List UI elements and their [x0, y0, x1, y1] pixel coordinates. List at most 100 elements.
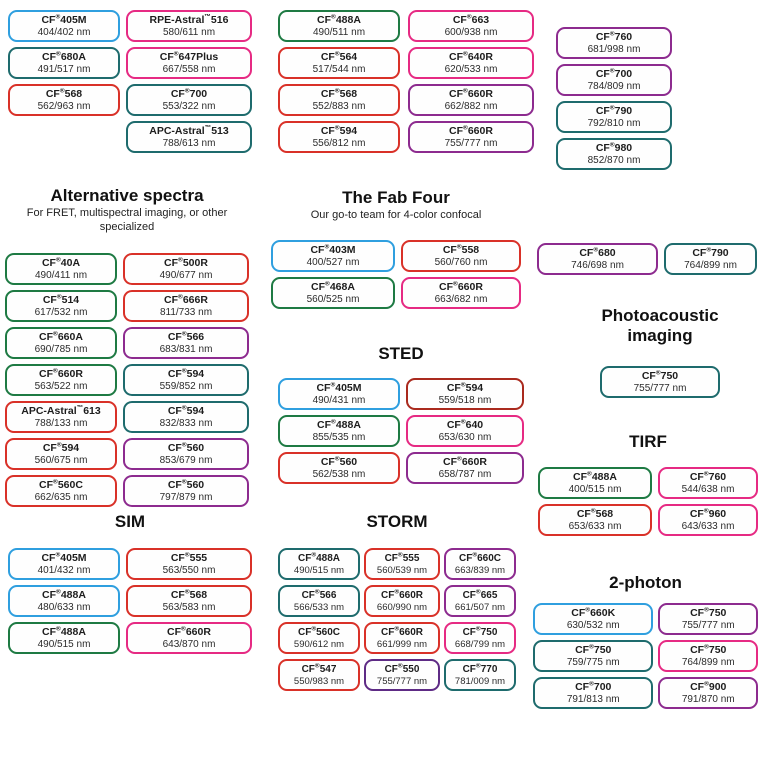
dye-range: 600/938 nm [444, 26, 498, 38]
dye-range: 490/515 nm [37, 638, 91, 650]
dye-range: 630/532 nm [566, 619, 620, 631]
dye-range: 562/538 nm [312, 468, 366, 480]
dye-name: CF®568 [170, 588, 208, 601]
dye-range: 559/852 nm [159, 380, 213, 392]
dye-name: CF®660R [380, 625, 424, 638]
dye-range: 617/532 nm [34, 306, 88, 318]
dye-range: 661/507 nm [454, 601, 506, 613]
dye-name: CF®566 [301, 588, 337, 601]
dye-range: 490/431 nm [312, 394, 366, 406]
dye-range: 550/983 nm [293, 675, 345, 687]
dye-name: CF®560C [39, 478, 83, 491]
dye-range: 788/133 nm [34, 417, 88, 429]
section-title: TIRF [629, 432, 667, 451]
dye-name: CF®790 [595, 104, 633, 117]
dye-name: CF®468A [311, 280, 355, 293]
dye-range: 643/633 nm [681, 520, 735, 532]
dye-name: CF®568 [576, 507, 614, 520]
section-subtitle: Our go-to team for 4-color confocal [310, 209, 482, 221]
dye-name: CF®594 [446, 381, 484, 394]
dye-name: CF®750 [462, 625, 498, 638]
dye-range: 660/990 nm [376, 601, 428, 613]
dye-name: CF®488A [573, 470, 617, 483]
dye-range: 755/777 nm [633, 382, 687, 394]
dye-name: CF®700 [575, 680, 612, 693]
dye-range: 559/518 nm [438, 394, 492, 406]
dye-range: 563/550 nm [162, 564, 216, 576]
dye-name: CF®750 [690, 606, 727, 619]
dye-name: CF®560 [320, 455, 358, 468]
dye-name: CF®647Plus [159, 50, 219, 63]
dye-range: 560/539 nm [376, 564, 428, 576]
dye-name: CF®405M [41, 551, 87, 564]
dye-name: CF®680A [42, 50, 86, 63]
dye-range: 643/870 nm [162, 638, 216, 650]
dye-name: CF®660R [443, 455, 487, 468]
section-subtitle: For FRET, multispectral imaging, or othe… [26, 207, 228, 233]
dye-name: CF®660R [380, 588, 424, 601]
dye-range: 663/682 nm [434, 293, 488, 305]
dye-range: 662/635 nm [34, 491, 88, 503]
dye-range: 781/009 nm [454, 675, 506, 687]
dye-name: CF®640R [449, 50, 493, 63]
dye-range: 566/533 nm [293, 601, 345, 613]
dye-name: CF®750 [641, 369, 679, 382]
dye-range: 490/515 nm [293, 564, 345, 576]
dye-name: CF®680 [579, 246, 616, 259]
dye-range: 563/522 nm [34, 380, 88, 392]
dye-name: CF®594 [167, 367, 205, 380]
dye-name: RPE-Astral™516 [149, 13, 229, 26]
dye-name: CF®790 [692, 246, 729, 259]
dye-name: CF®550 [384, 662, 420, 675]
dye-range: 400/515 nm [568, 483, 622, 495]
dye-range: 560/760 nm [434, 256, 488, 268]
dye-name: CF®405M [41, 13, 87, 26]
dye-name: CF®555 [384, 551, 420, 564]
dye-range: 811/733 nm [159, 306, 213, 318]
dye-range: 746/698 nm [571, 259, 624, 271]
dye-range: 792/810 nm [587, 117, 641, 129]
